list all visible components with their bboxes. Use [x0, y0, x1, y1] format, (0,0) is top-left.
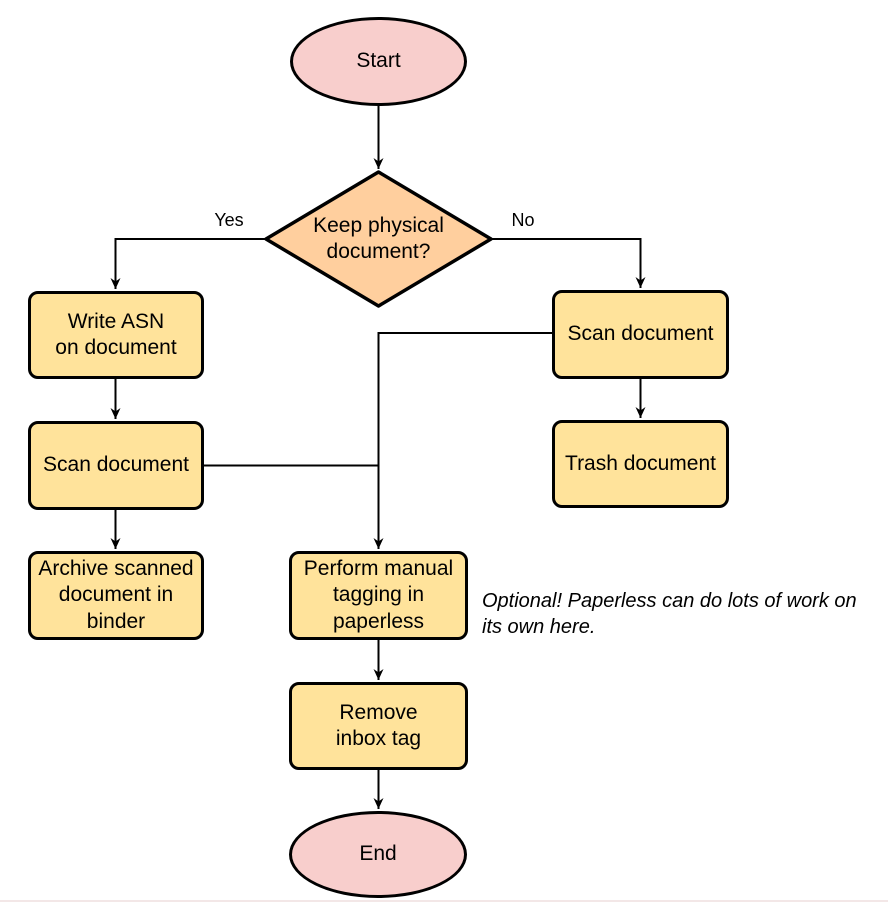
node-archive-in-binder: Archive scanned document in binder	[28, 551, 204, 640]
edge-decision-yes-to-write-asn	[110, 238, 266, 289]
edge-label-yes: Yes	[203, 210, 255, 231]
bottom-divider	[0, 900, 888, 902]
edge-label-no: No	[497, 210, 549, 231]
node-trash-document: Trash document	[552, 420, 729, 508]
node-remove-inbox-tag: Remove inbox tag	[289, 682, 468, 770]
node-scan-document-left: Scan document	[28, 421, 204, 510]
node-decision-label: Keep physical document?	[313, 213, 444, 263]
decision-diamond-shape	[264, 170, 493, 308]
edge-decision-no-to-scan-right	[491, 238, 646, 288]
node-scan-document-right: Scan document	[552, 290, 729, 379]
node-write-asn: Write ASN on document	[28, 291, 204, 379]
optional-note: Optional! Paperless can do lots of work …	[482, 590, 857, 638]
edge-scan-right-to-tagging	[373, 332, 552, 549]
node-start: Start	[290, 17, 467, 106]
node-end: End	[289, 811, 467, 898]
node-manual-tagging: Perform manual tagging in paperless	[289, 551, 468, 640]
